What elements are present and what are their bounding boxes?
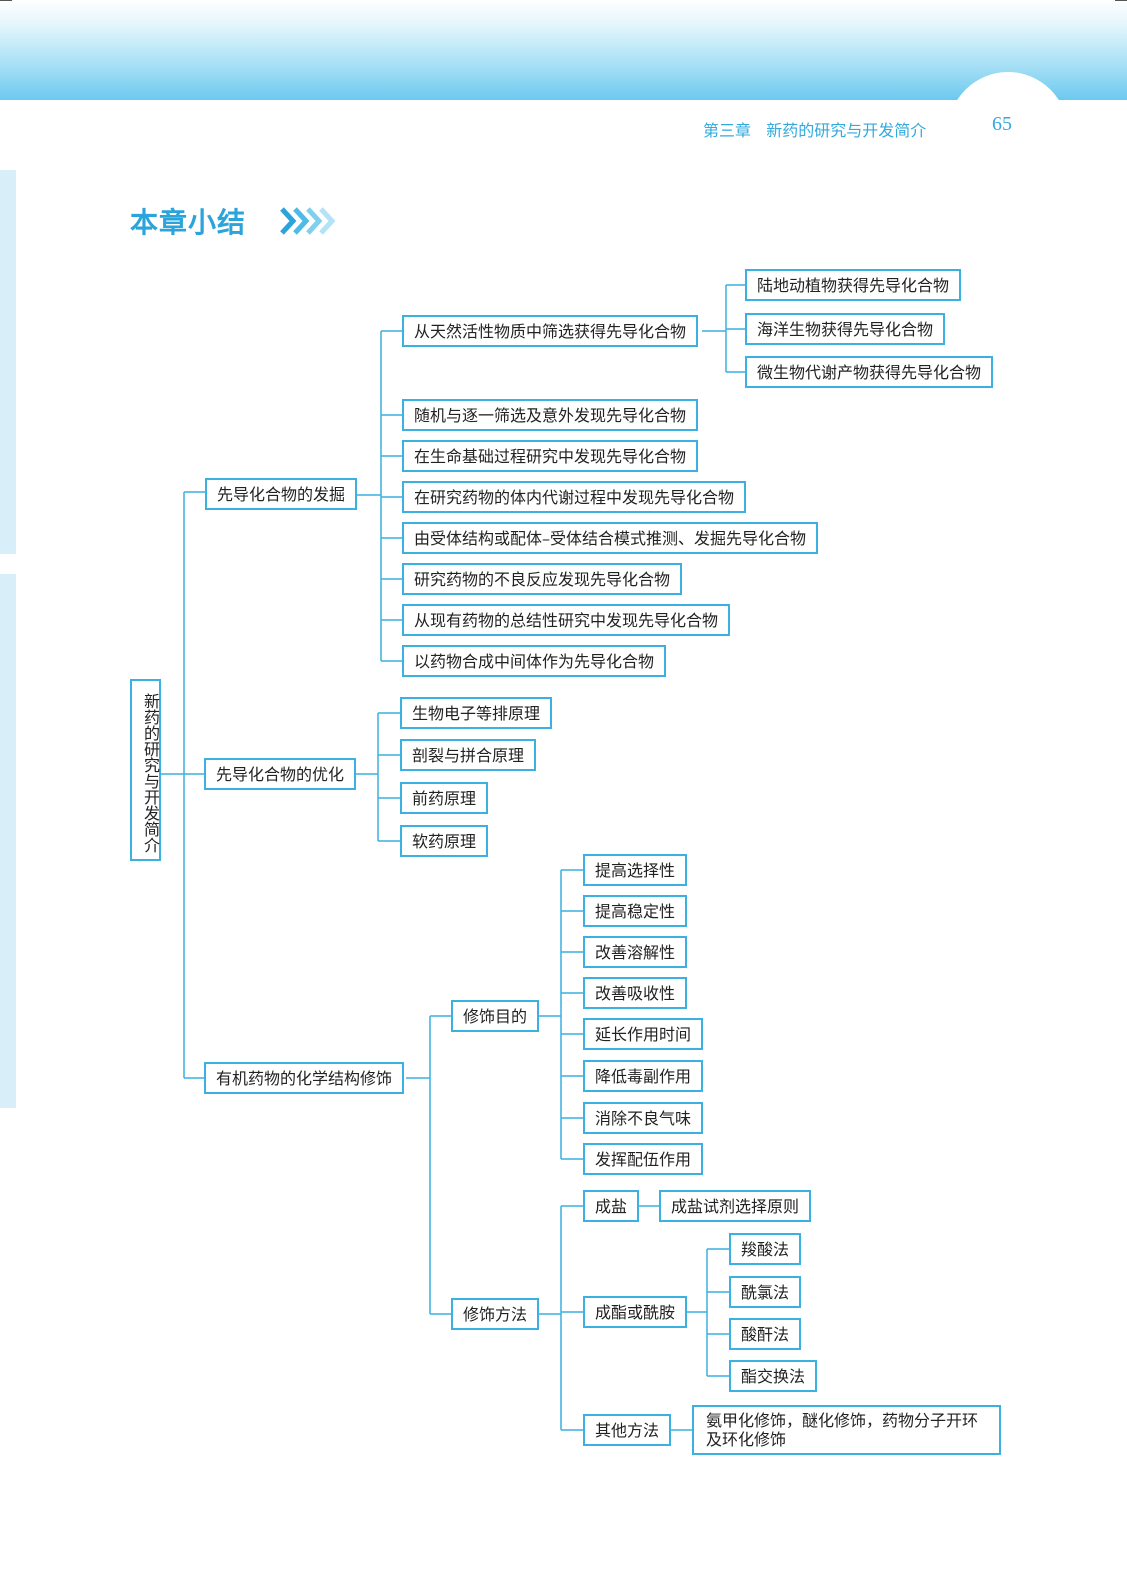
discovery-method-node: 研究药物的不良反应发现先导化合物 <box>402 563 683 595</box>
purpose-item: 改善溶解性 <box>583 936 688 968</box>
top-banner <box>0 0 1127 100</box>
discovery-method-node: 随机与逐一筛选及意外发现先导化合物 <box>402 399 699 431</box>
running-header: 第三章 新药的研究与开发简介 <box>703 117 926 141</box>
purpose-item: 消除不良气味 <box>583 1102 704 1134</box>
ester-method-item: 羧酸法 <box>729 1233 802 1265</box>
methods-node: 修饰方法 <box>451 1298 540 1330</box>
discovery-method-node: 由受体结构或配体–受体结合模式推测、发掘先导化合物 <box>402 522 819 554</box>
chapter-number: 第三章 <box>703 121 752 140</box>
crop-mark <box>0 0 12 13</box>
ester-amide-node: 成酯或酰胺 <box>583 1296 688 1328</box>
purpose-item: 发挥配伍作用 <box>583 1143 704 1175</box>
optimization-node: 先导化合物的优化 <box>204 758 357 790</box>
ester-method-item: 酰氯法 <box>729 1276 802 1308</box>
natural-source-child: 海洋生物获得先导化合物 <box>745 313 946 345</box>
optimization-principle-node: 生物电子等排原理 <box>400 697 553 729</box>
crop-mark <box>1115 0 1127 13</box>
purpose-node: 修饰目的 <box>451 1000 540 1032</box>
purpose-item: 提高选择性 <box>583 854 688 886</box>
ester-method-item: 酸酐法 <box>729 1318 802 1350</box>
natural-source-node: 从天然活性物质中筛选获得先导化合物 <box>402 315 699 347</box>
page-number: 65 <box>992 113 1012 135</box>
discovery-method-node: 从现有药物的总结性研究中发现先导化合物 <box>402 604 731 636</box>
section-title: 本章小结 <box>130 206 247 239</box>
modification-node: 有机药物的化学结构修饰 <box>204 1062 405 1094</box>
side-strip <box>0 170 16 554</box>
discovery-method-node: 在生命基础过程研究中发现先导化合物 <box>402 440 699 472</box>
discovery-method-node: 在研究药物的体内代谢过程中发现先导化合物 <box>402 481 747 513</box>
other-method-node: 其他方法 <box>583 1414 672 1446</box>
natural-source-child: 陆地动植物获得先导化合物 <box>745 269 962 301</box>
natural-source-child: 微生物代谢产物获得先导化合物 <box>745 356 994 388</box>
optimization-principle-node: 软药原理 <box>400 825 489 857</box>
optimization-principle-node: 剖裂与拼合原理 <box>400 739 537 771</box>
ester-method-item: 酯交换法 <box>729 1360 818 1392</box>
purpose-item: 降低毒副作用 <box>583 1060 704 1092</box>
chevron-arrows-icon <box>280 207 336 235</box>
discovery-node: 先导化合物的发掘 <box>205 478 358 510</box>
purpose-item: 改善吸收性 <box>583 977 688 1009</box>
root-node: 新药的研究与开发简介 <box>130 679 161 861</box>
purpose-item: 提高稳定性 <box>583 895 688 927</box>
optimization-principle-node: 前药原理 <box>400 782 489 814</box>
salt-principle-node: 成盐试剂选择原则 <box>659 1190 812 1222</box>
salt-method-node: 成盐 <box>583 1190 640 1222</box>
side-strip <box>0 574 16 1108</box>
chapter-title: 新药的研究与开发简介 <box>766 121 927 140</box>
other-method-detail: 氨甲化修饰，醚化修饰，药物分子开环及环化修饰 <box>692 1405 1001 1455</box>
discovery-method-node: 以药物合成中间体作为先导化合物 <box>402 645 667 677</box>
purpose-item: 延长作用时间 <box>583 1018 704 1050</box>
